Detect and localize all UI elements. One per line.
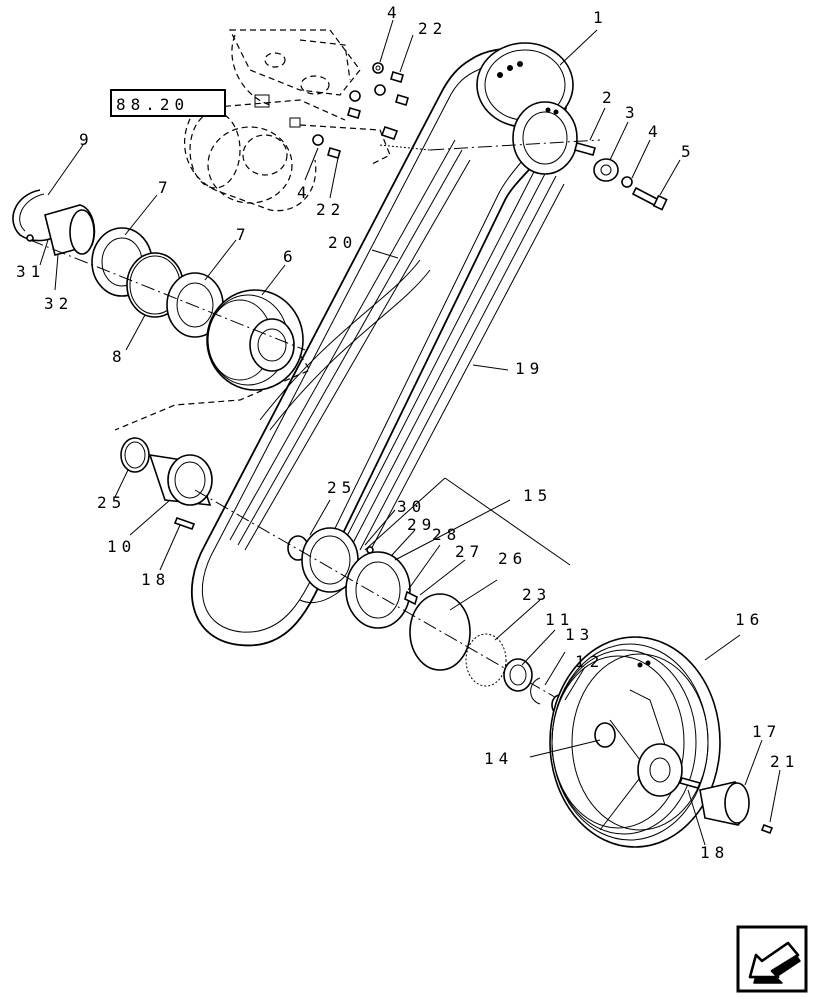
callout-22-mid: 22 bbox=[316, 200, 345, 219]
callout-3: 3 bbox=[625, 103, 640, 122]
callout-25-left: 25 bbox=[97, 493, 126, 512]
reference-assembly-ghost bbox=[184, 29, 431, 212]
callout-31: 31 bbox=[16, 262, 45, 281]
callout-5: 5 bbox=[681, 142, 696, 161]
reference-box-text: 88.20 bbox=[116, 95, 189, 114]
callout-7-a: 7 bbox=[158, 178, 173, 197]
callout-6: 6 bbox=[283, 247, 298, 266]
left-pulley-stack bbox=[12, 189, 311, 431]
callout-21: 21 bbox=[770, 752, 799, 771]
callout-22-top: 22 bbox=[418, 19, 447, 38]
callout-32: 32 bbox=[44, 294, 73, 313]
callout-28: 28 bbox=[432, 525, 461, 544]
callout-10: 10 bbox=[107, 537, 136, 556]
callout-30: 30 bbox=[397, 497, 426, 516]
callout-17: 17 bbox=[752, 722, 781, 741]
callout-labels: 1 2 3 4 4 4 5 6 7 7 8 9 10 11 12 13 14 1… bbox=[16, 3, 799, 862]
belt-assembly bbox=[191, 42, 601, 647]
hub-parts-left bbox=[120, 437, 213, 531]
shaft-parts-right bbox=[574, 142, 668, 211]
callout-19: 19 bbox=[515, 359, 544, 378]
callout-26: 26 bbox=[498, 549, 527, 568]
callout-13: 13 bbox=[565, 625, 594, 644]
lower-right-pulley bbox=[503, 636, 774, 848]
leader-lines bbox=[39, 19, 781, 846]
center-hub-parts bbox=[194, 489, 561, 701]
callout-16: 16 bbox=[735, 610, 764, 629]
callout-7-b: 7 bbox=[236, 225, 251, 244]
arrow-left-down-icon bbox=[736, 925, 808, 993]
callout-2: 2 bbox=[602, 88, 617, 107]
callout-11: 11 bbox=[545, 610, 574, 629]
callout-18-left: 18 bbox=[141, 570, 170, 589]
callout-8: 8 bbox=[112, 347, 127, 366]
callout-4-right: 4 bbox=[648, 122, 663, 141]
callout-18-right: 18 bbox=[700, 843, 729, 862]
callout-9: 9 bbox=[79, 130, 94, 149]
callout-20: 20 bbox=[328, 233, 357, 252]
callout-15: 15 bbox=[523, 486, 552, 505]
callout-1: 1 bbox=[593, 8, 608, 27]
previous-page-button[interactable] bbox=[736, 925, 808, 993]
callout-25-center: 25 bbox=[327, 478, 356, 497]
callout-12: 12 bbox=[575, 652, 604, 671]
bolts-washers-top bbox=[312, 62, 409, 159]
callout-23: 23 bbox=[522, 585, 551, 604]
callout-4-mid: 4 bbox=[297, 183, 312, 202]
callout-29: 29 bbox=[407, 515, 436, 534]
callout-14: 14 bbox=[484, 749, 513, 768]
reference-box-frame bbox=[110, 89, 226, 117]
callout-4-top: 4 bbox=[387, 3, 402, 22]
callout-27: 27 bbox=[455, 542, 484, 561]
